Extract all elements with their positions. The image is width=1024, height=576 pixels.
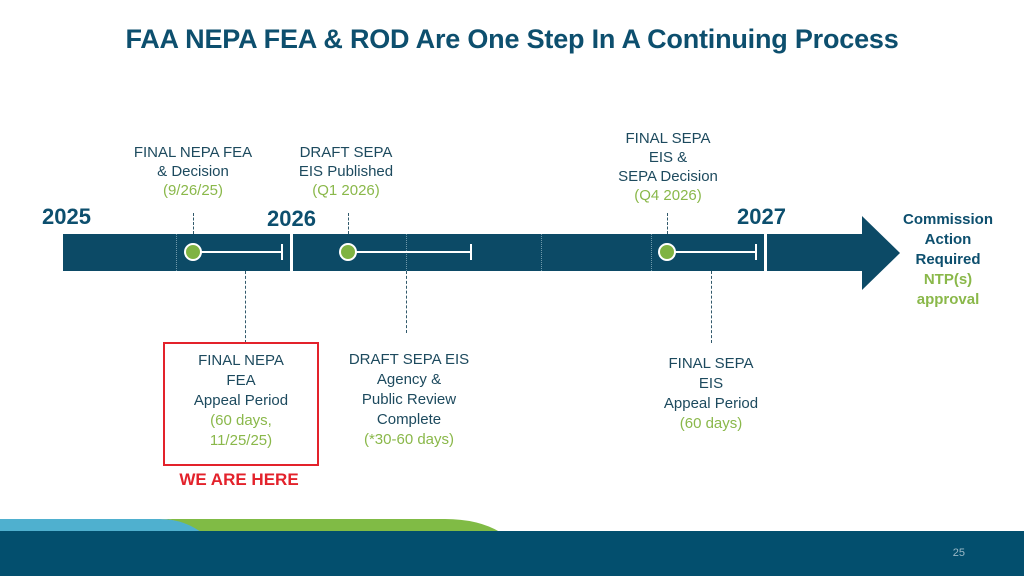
milestone-date: (Q1 2026)	[312, 182, 380, 199]
year-2026: 2026	[267, 206, 316, 231]
connector-line	[245, 271, 246, 343]
milestone-final-nepa-fea-decision: FINAL NEPA FEA & Decision (9/26/25)	[113, 143, 273, 200]
milestone-text: Appeal Period	[193, 392, 289, 409]
duration-line	[198, 251, 282, 253]
note-text: approval	[916, 291, 980, 308]
milestone-final-sepa-eis-decision: FINAL SEPA EIS & SEPA Decision (Q4 2026)	[598, 129, 738, 205]
year-2027: 2027	[737, 204, 786, 229]
note-text: Action	[924, 231, 972, 248]
arrow-head-icon	[862, 216, 900, 290]
milestone-text: FINAL SEPA	[668, 355, 754, 372]
milestone-draft-sepa-eis-review-complete: DRAFT SEPA EIS Agency & Public Review Co…	[329, 350, 489, 450]
quarter-divider	[541, 234, 542, 271]
milestone-text: Complete	[376, 411, 442, 428]
commission-action-note: Commission Action Required NTP(s) approv…	[888, 210, 1008, 310]
milestone-date: (Q4 2026)	[634, 187, 702, 204]
note-text: NTP(s)	[923, 271, 973, 288]
year-2025: 2025	[42, 204, 91, 229]
quarter-divider	[651, 234, 652, 271]
milestone-date: (60 days,	[210, 412, 272, 429]
milestone-date: (9/26/25)	[162, 182, 224, 199]
milestone-text: SEPA Decision	[618, 168, 718, 185]
connector-line	[348, 213, 349, 234]
note-text: Required	[915, 251, 981, 268]
milestone-text: FINAL NEPA	[198, 352, 284, 369]
duration-end-cap	[281, 244, 283, 260]
duration-end-cap	[755, 244, 757, 260]
milestone-text: FEA	[226, 372, 256, 389]
milestone-text: Agency &	[376, 371, 442, 388]
year-separator	[290, 231, 293, 274]
milestone-date: 11/25/25)	[209, 432, 273, 449]
milestone-final-nepa-fea-appeal-period: FINAL NEPA FEA Appeal Period (60 days, 1…	[163, 351, 319, 451]
connector-line	[667, 213, 668, 234]
connector-line	[193, 213, 194, 234]
we-are-here-label: WE ARE HERE	[179, 470, 299, 489]
milestone-text: EIS	[698, 375, 724, 392]
connector-line	[711, 271, 712, 343]
milestone-draft-sepa-eis-published: DRAFT SEPA EIS Published (Q1 2026)	[276, 143, 416, 200]
milestone-text: FINAL SEPA	[625, 130, 711, 147]
milestone-text: EIS Published	[298, 163, 394, 180]
duration-end-cap	[470, 244, 472, 260]
slide-title: FAA NEPA FEA & ROD Are One Step In A Con…	[125, 24, 899, 54]
milestone-final-sepa-eis-appeal-period: FINAL SEPA EIS Appeal Period (60 days)	[636, 354, 786, 434]
duration-line	[353, 251, 471, 253]
milestone-text: EIS &	[648, 149, 688, 166]
milestone-text: DRAFT SEPA EIS	[348, 351, 470, 368]
year-separator	[764, 231, 767, 274]
milestone-dot-icon	[184, 243, 202, 261]
milestone-date: (60 days)	[679, 415, 743, 432]
milestone-text: FINAL NEPA FEA	[133, 144, 253, 161]
milestone-text: Public Review	[361, 391, 457, 408]
current-stage-highlight-box	[163, 342, 319, 466]
page-number: 25	[952, 547, 965, 559]
milestone-dot-icon	[339, 243, 357, 261]
milestone-text: Appeal Period	[663, 395, 759, 412]
footer-band	[0, 531, 1024, 576]
milestone-date: (*30-60 days)	[363, 431, 455, 448]
quarter-divider	[176, 234, 177, 271]
note-text: Commission	[902, 211, 993, 228]
duration-line	[672, 251, 756, 253]
connector-line	[406, 271, 407, 333]
milestone-text: DRAFT SEPA	[299, 144, 393, 161]
milestone-dot-icon	[658, 243, 676, 261]
milestone-text: & Decision	[157, 163, 229, 180]
